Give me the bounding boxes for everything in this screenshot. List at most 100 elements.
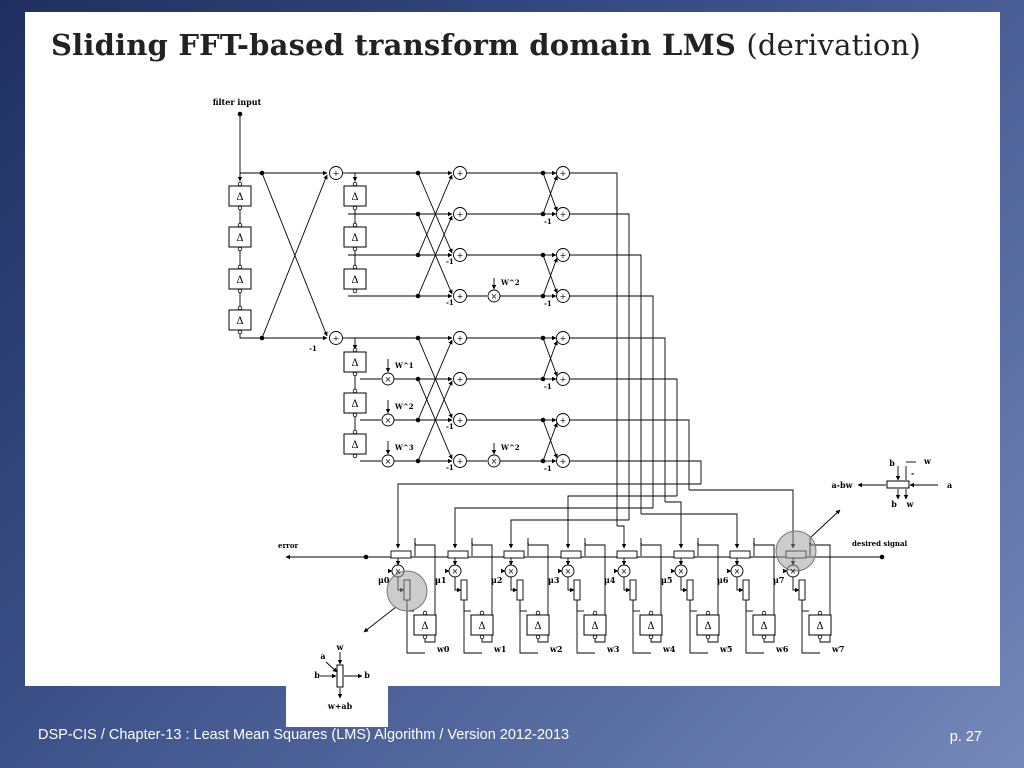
delay-port	[237, 288, 243, 294]
minus-one-label: -1	[544, 217, 552, 226]
delay-port	[237, 246, 243, 252]
delay-port	[352, 347, 358, 353]
multiplier-node	[381, 372, 395, 386]
page-number: p. 27	[949, 729, 982, 745]
update-cell	[629, 579, 637, 601]
footer-text: DSP-CIS / Chapter-13 : Least Mean Square…	[38, 727, 570, 743]
junction-dot	[415, 211, 421, 217]
junction-dot	[415, 293, 421, 299]
adder-node	[556, 331, 570, 345]
delay-port	[352, 288, 358, 294]
multiplier-symbol: ×	[395, 567, 402, 576]
adder-plus: +	[560, 375, 567, 384]
title-main: Sliding FFT-based transform domain LMS	[51, 28, 737, 62]
adder-node	[329, 331, 343, 345]
adder-plus: +	[457, 416, 464, 425]
cell-label: w+ab	[327, 701, 353, 711]
update-cell	[673, 550, 695, 559]
delay-port	[352, 264, 358, 270]
title-paren: (derivation)	[746, 28, 921, 62]
delay-port	[761, 634, 767, 640]
weight-label: w2	[549, 644, 562, 654]
multiplier-node	[674, 564, 688, 578]
delay-port	[352, 412, 358, 418]
junction-dot	[415, 252, 421, 258]
adder-plus: +	[457, 292, 464, 301]
multiplier-symbol: ×	[491, 292, 498, 301]
adder-node	[556, 248, 570, 262]
delay-port	[237, 205, 243, 211]
delay-symbol: Δ	[760, 621, 767, 632]
junction-dot	[415, 458, 421, 464]
delay-port	[237, 181, 243, 187]
delay-symbol: Δ	[351, 399, 358, 410]
minus-label: -	[809, 540, 812, 548]
multiplier-symbol: ×	[452, 567, 459, 576]
delay-port	[648, 610, 654, 616]
delay-symbol: Δ	[534, 621, 541, 632]
twiddle-label: W^2	[394, 402, 414, 411]
multiplier-symbol: ×	[508, 567, 515, 576]
weight-label: w7	[831, 644, 844, 654]
twiddle-label: W^3	[394, 443, 414, 452]
minus-one-label: -1	[544, 382, 552, 391]
adder-node	[453, 166, 467, 180]
adder-node	[453, 248, 467, 262]
mu-label: μ1	[435, 575, 446, 585]
adder-node	[453, 289, 467, 303]
adder-plus: +	[333, 334, 340, 343]
junction-dot	[259, 170, 265, 176]
weight-label: w4	[662, 644, 676, 654]
delay-port	[352, 388, 358, 394]
adder-plus: +	[560, 251, 567, 260]
junction-dot	[237, 111, 243, 117]
delay-port	[237, 305, 243, 311]
delay-port	[705, 610, 711, 616]
delay-port	[352, 205, 358, 211]
minus-label: -	[527, 540, 530, 548]
cell-label: a	[320, 651, 325, 661]
multiplier-symbol: ×	[678, 567, 685, 576]
cell-label: b	[891, 499, 897, 509]
delay-symbol: Δ	[591, 621, 598, 632]
delay-port	[352, 222, 358, 228]
adder-node	[453, 413, 467, 427]
delay-symbol: Δ	[236, 192, 243, 203]
adder-plus: +	[333, 169, 340, 178]
weight-label: w1	[493, 644, 506, 654]
delay-symbol: Δ	[647, 621, 654, 632]
mu-label: μ4	[604, 575, 616, 585]
minus-one-label: -1	[309, 344, 317, 353]
multiplier-symbol: ×	[385, 416, 392, 425]
delay-port	[352, 429, 358, 435]
adder-plus: +	[560, 457, 567, 466]
delay-port	[352, 246, 358, 252]
weight-label: w0	[436, 644, 450, 654]
multiplier-node	[381, 454, 395, 468]
delay-port	[237, 222, 243, 228]
cell-label: a-bw	[832, 480, 854, 490]
delay-port	[817, 610, 823, 616]
minus-label: -	[584, 540, 587, 548]
multiplier-node	[381, 413, 395, 427]
delay-symbol: Δ	[236, 316, 243, 327]
multiplier-symbol: ×	[385, 457, 392, 466]
delay-symbol: Δ	[236, 233, 243, 244]
adder-plus: +	[560, 169, 567, 178]
cell-detail	[886, 480, 910, 489]
multiplier-node	[487, 454, 501, 468]
junction-dot	[540, 417, 546, 423]
update-cell	[390, 550, 412, 559]
minus-one-label: -1	[446, 422, 454, 431]
error-label: error	[278, 541, 298, 550]
adder-plus: +	[457, 375, 464, 384]
delay-port	[479, 634, 485, 640]
adder-node	[556, 454, 570, 468]
mu-label: μ0	[378, 575, 390, 585]
multiplier-node	[487, 289, 501, 303]
delay-port	[422, 634, 428, 640]
junction-dot	[363, 554, 369, 560]
delay-symbol: Δ	[704, 621, 711, 632]
cell-label: w	[923, 456, 932, 466]
multiplier-symbol: ×	[491, 457, 498, 466]
